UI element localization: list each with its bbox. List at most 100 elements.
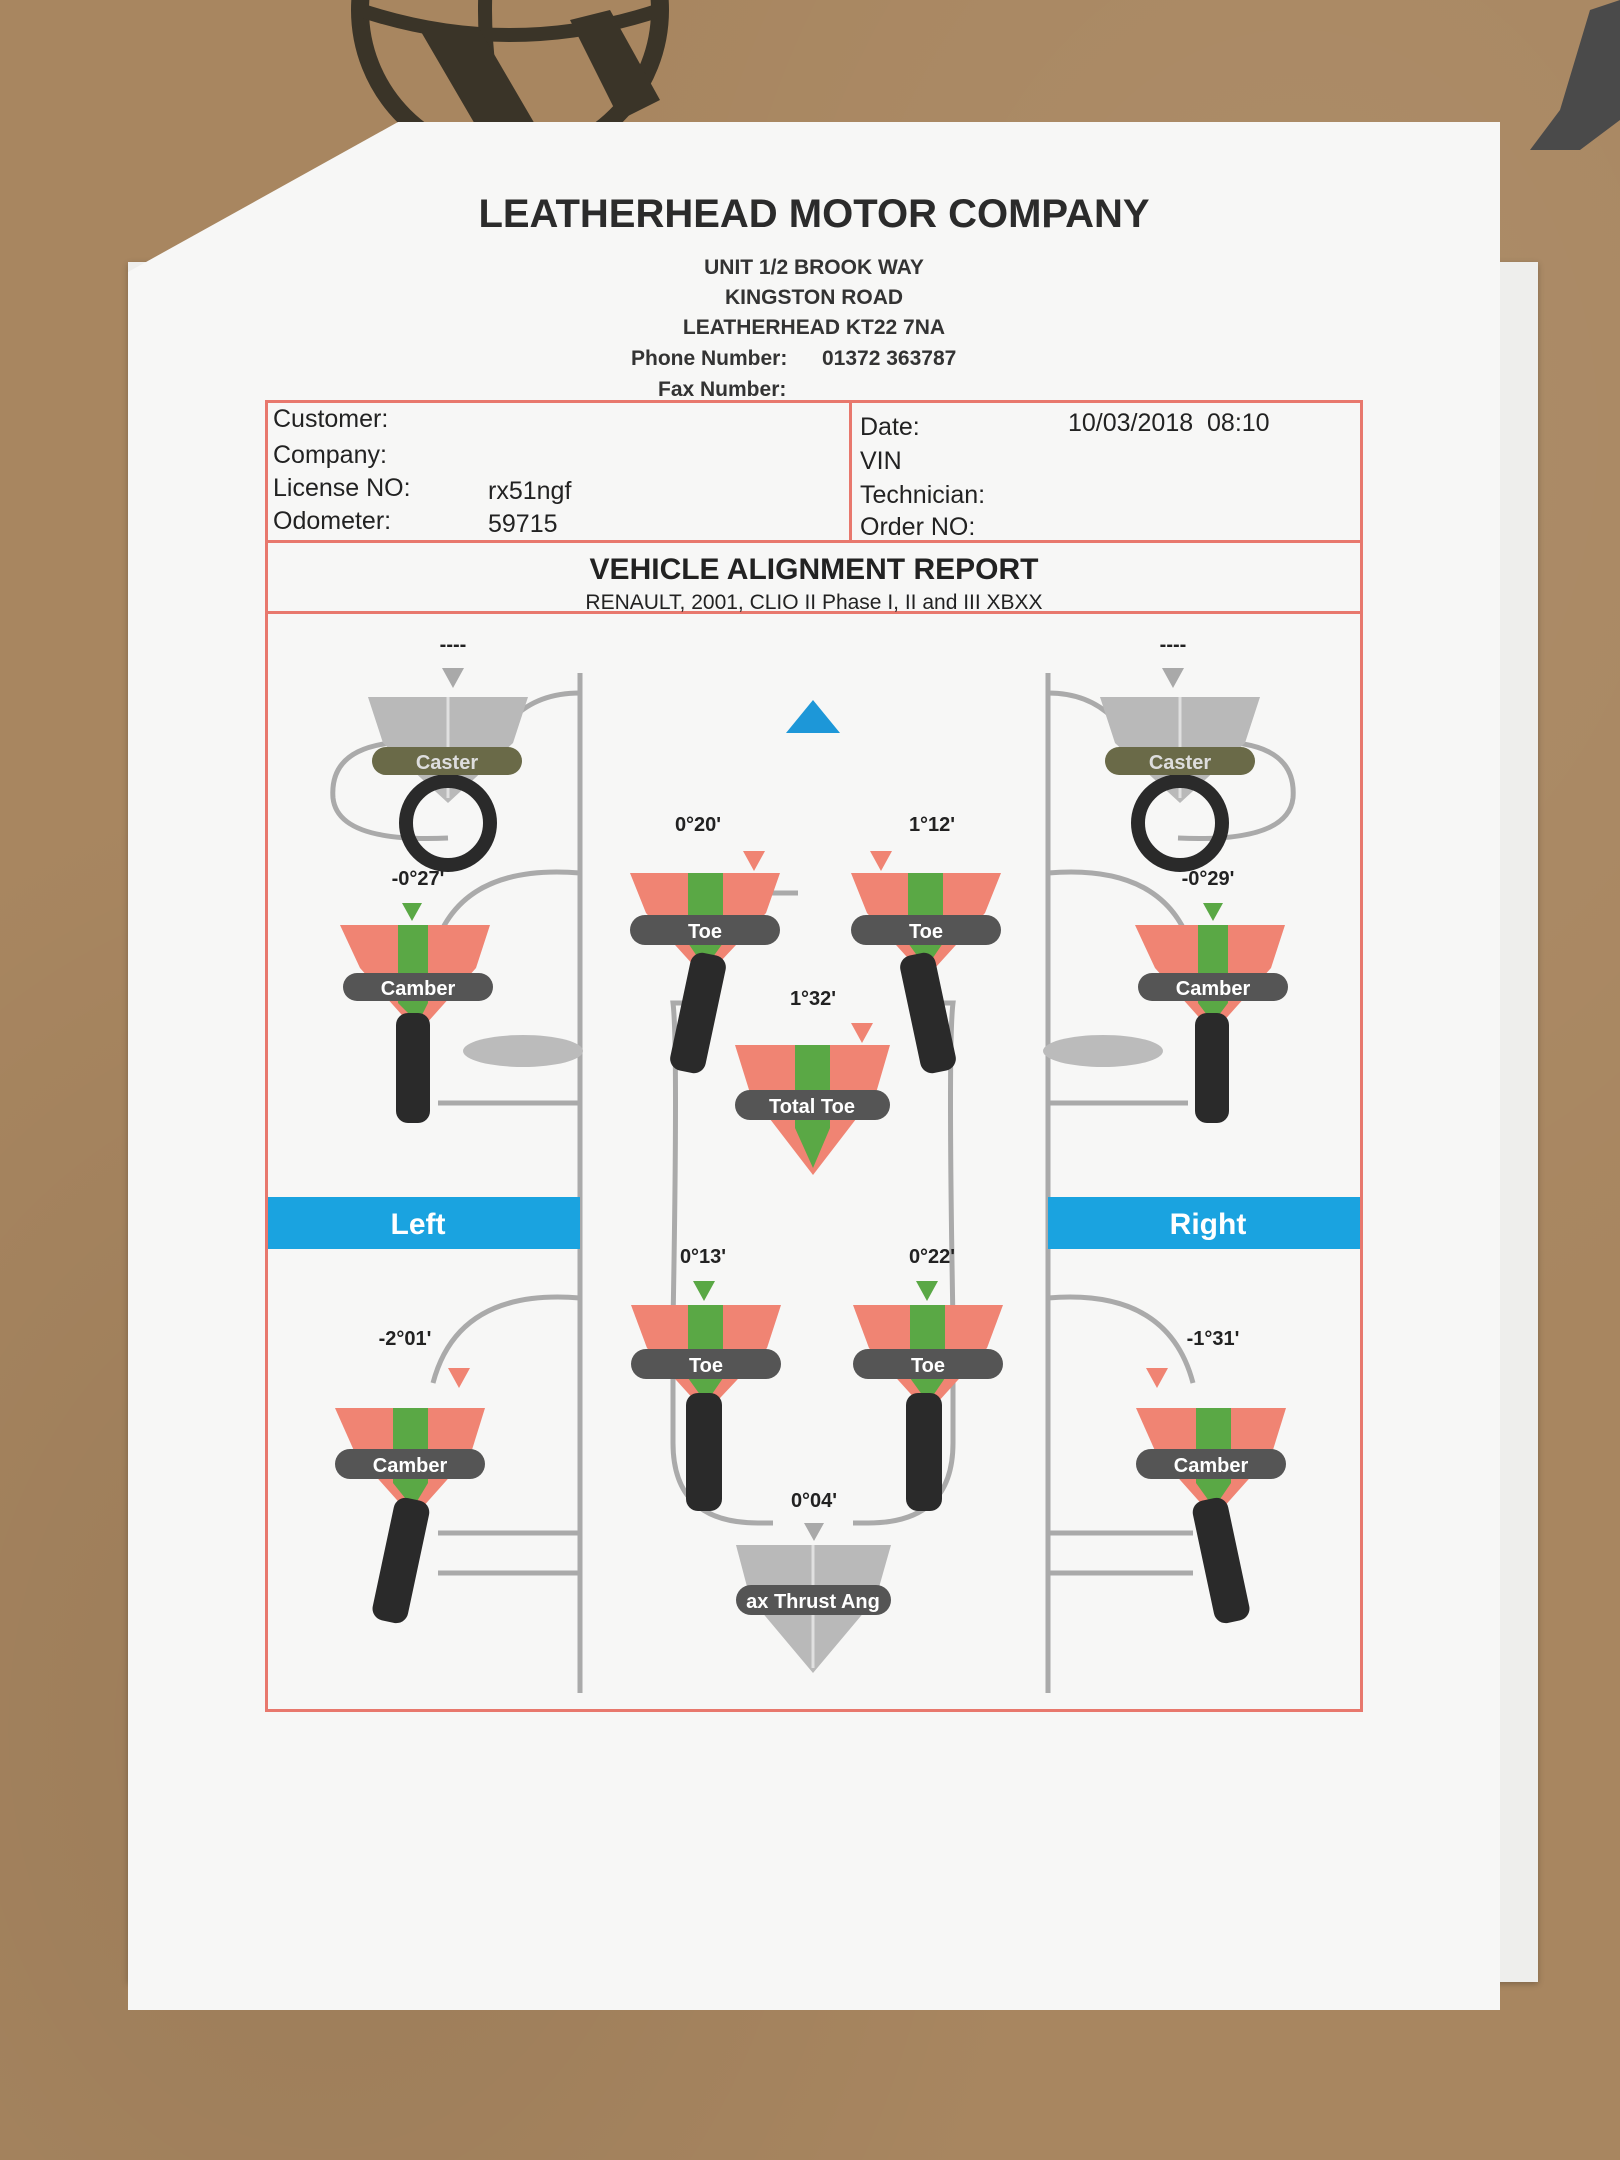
thrust-angle-gauge: 0°04' ax Thrust Ang bbox=[736, 1490, 891, 1673]
camber-front-left-pointer-icon bbox=[402, 903, 422, 921]
toe-front-left-value: 0°20' bbox=[675, 814, 721, 836]
toe-rear-left-pointer-icon bbox=[693, 1281, 715, 1301]
total-toe-gauge: 1°32' Total Toe bbox=[735, 988, 890, 1175]
camber-rear-left-tire-icon bbox=[372, 1497, 430, 1624]
toe-rear-right-value: 0°22' bbox=[909, 1246, 955, 1268]
odometer-value: 59715 bbox=[488, 510, 558, 538]
thrust-angle-value: 0°04' bbox=[791, 1490, 837, 1512]
camber-front-right-label-bar bbox=[1138, 973, 1288, 1001]
thrust-angle-pointer-icon bbox=[804, 1523, 824, 1541]
toe-front-right-label-bar bbox=[851, 915, 1001, 945]
customer-label: Customer: bbox=[273, 405, 389, 433]
total-toe-pointer-icon bbox=[851, 1023, 873, 1043]
toe-front-left-label-bar bbox=[630, 915, 780, 945]
camber-rear-right-label: Camber bbox=[1174, 1455, 1249, 1477]
order-label: Order NO: bbox=[860, 513, 976, 541]
camber-front-right-label: Camber bbox=[1176, 978, 1251, 1000]
vin-label: VIN bbox=[860, 447, 902, 475]
toe-front-left-pointer-icon bbox=[743, 851, 765, 871]
total-toe-label-bar bbox=[735, 1090, 890, 1120]
date-value: 10/03/2018 08:10 bbox=[1068, 409, 1270, 437]
caster-right-label: Caster bbox=[1149, 752, 1211, 774]
vehicle-description: RENAULT, 2001, CLIO II Phase I, II and I… bbox=[585, 591, 1043, 614]
toe-rear-right-label: Toe bbox=[911, 1355, 945, 1377]
chassis-outline bbox=[330, 673, 1296, 1693]
phone-label: Phone Number: bbox=[631, 347, 788, 370]
camber-rear-left-pointer-icon bbox=[448, 1368, 470, 1388]
toe-front-left-tire-icon bbox=[670, 952, 726, 1074]
toe-rear-left-label-bar bbox=[631, 1349, 781, 1379]
left-side-banner bbox=[268, 1197, 580, 1249]
toe-rear-right-pointer-icon bbox=[916, 1281, 938, 1301]
odometer-label: Odometer: bbox=[273, 507, 392, 535]
thrust-angle-label-bar bbox=[736, 1585, 891, 1615]
camber-rear-right-tire-icon bbox=[1192, 1497, 1250, 1624]
camber-rear-left-value: -2°01' bbox=[379, 1328, 432, 1350]
camber-front-right-value: -0°29' bbox=[1182, 868, 1235, 890]
camber-rear-right-value: -1°31' bbox=[1187, 1328, 1240, 1350]
toe-front-right-pointer-icon bbox=[870, 851, 892, 871]
fax-label: Fax Number: bbox=[658, 378, 787, 401]
caster-right-gauge: ---- Caster bbox=[1100, 634, 1260, 872]
caster-right-value: ---- bbox=[1160, 634, 1187, 656]
toe-front-right-value: 1°12' bbox=[909, 814, 955, 836]
license-label: License NO: bbox=[273, 474, 411, 502]
address-line-2: KINGSTON ROAD bbox=[724, 286, 904, 309]
caster-left-gauge: ---- Caster bbox=[368, 634, 528, 872]
camber-front-left-label: Camber bbox=[381, 978, 456, 1000]
company-label: Company: bbox=[273, 441, 387, 469]
report-frame: Customer: Company: License NO: rx51ngf O… bbox=[265, 400, 1363, 1712]
caster-left-pointer-icon bbox=[442, 668, 464, 688]
toe-rear-right-label-bar bbox=[853, 1349, 1003, 1379]
metal-tool bbox=[1530, 0, 1620, 150]
camber-rear-left-label-bar bbox=[335, 1449, 485, 1479]
alignment-report-sheet: LEATHERHEAD MOTOR COMPANY UNIT 1/2 BROOK… bbox=[128, 122, 1500, 2010]
caster-right-label-bar bbox=[1105, 747, 1255, 775]
left-front-shadow bbox=[463, 1035, 583, 1067]
camber-front-right-tire-icon bbox=[1195, 1013, 1229, 1123]
toe-front-left-gauge: 0°20' Toe bbox=[630, 814, 780, 1074]
camber-front-left-value: -0°27' bbox=[392, 868, 445, 890]
toe-front-left-label: Toe bbox=[688, 921, 722, 943]
camber-front-left-tire-icon bbox=[396, 1013, 430, 1123]
title-divider-bottom bbox=[268, 611, 1360, 614]
phone-value: 01372 363787 bbox=[822, 347, 957, 370]
address-line-1: UNIT 1/2 BROOK WAY bbox=[704, 256, 924, 279]
direction-arrow-icon bbox=[786, 700, 840, 733]
right-side-banner bbox=[1048, 1197, 1360, 1249]
date-label: Date: bbox=[860, 413, 920, 441]
toe-rear-left-gauge: 0°13' Toe bbox=[631, 1246, 781, 1511]
camber-rear-right-pointer-icon bbox=[1146, 1368, 1168, 1388]
toe-front-right-label: Toe bbox=[909, 921, 943, 943]
caster-left-value: ---- bbox=[440, 634, 467, 656]
address-line-3: LEATHERHEAD KT22 7NA bbox=[682, 316, 946, 339]
toe-rear-right-gauge: 0°22' Toe bbox=[853, 1246, 1003, 1511]
toe-front-right-tire-icon bbox=[900, 952, 956, 1074]
camber-front-left-gauge: -0°27' Camber bbox=[340, 868, 493, 1123]
camber-rear-right-gauge: -1°31' Camber bbox=[1136, 1328, 1286, 1624]
right-front-shadow bbox=[1043, 1035, 1163, 1067]
toe-rear-left-value: 0°13' bbox=[680, 1246, 726, 1268]
report-title: VEHICLE ALIGNMENT REPORT bbox=[589, 553, 1039, 586]
company-name: LEATHERHEAD MOTOR COMPANY bbox=[478, 192, 1150, 236]
camber-rear-left-gauge: -2°01' Camber bbox=[335, 1328, 485, 1624]
camber-front-right-pointer-icon bbox=[1203, 903, 1223, 921]
info-divider-bottom bbox=[268, 540, 1360, 543]
camber-rear-left-label: Camber bbox=[373, 1455, 448, 1477]
caster-left-label-bar bbox=[372, 747, 522, 775]
toe-front-right-gauge: 1°12' Toe bbox=[851, 814, 1001, 1074]
caster-left-label: Caster bbox=[416, 752, 478, 774]
total-toe-value: 1°32' bbox=[790, 988, 836, 1010]
caster-right-wheel-icon bbox=[1131, 774, 1229, 872]
camber-front-left-label-bar bbox=[343, 973, 493, 1001]
toe-rear-left-tire-icon bbox=[686, 1393, 722, 1511]
toe-rear-right-tire-icon bbox=[906, 1393, 942, 1511]
info-divider-vertical bbox=[849, 403, 852, 543]
thrust-angle-label: ax Thrust Ang bbox=[746, 1591, 880, 1613]
camber-front-right-gauge: -0°29' Camber bbox=[1135, 868, 1288, 1123]
camber-rear-right-label-bar bbox=[1136, 1449, 1286, 1479]
technician-label: Technician: bbox=[860, 481, 986, 509]
left-side-label: Left bbox=[391, 1208, 446, 1241]
alignment-diagram: Left Right ---- Caster ---- bbox=[268, 634, 1360, 1693]
caster-left-wheel-icon bbox=[399, 774, 497, 872]
